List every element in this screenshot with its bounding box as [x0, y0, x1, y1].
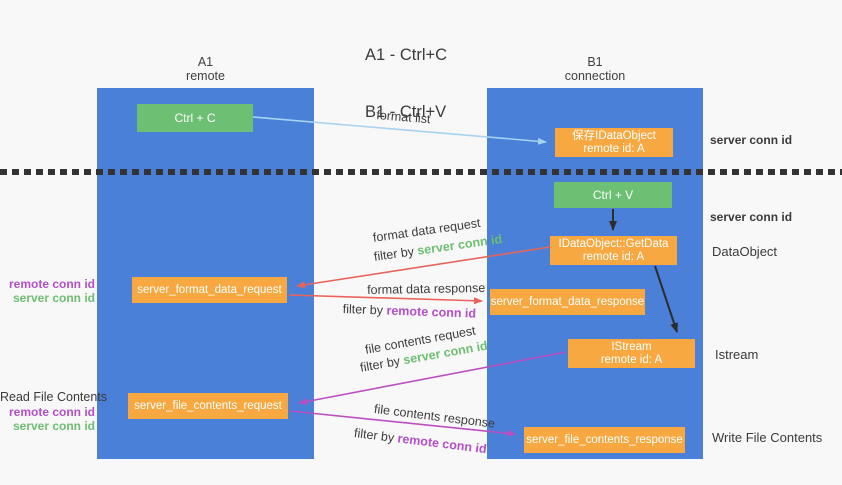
label-read-file-contents: Read File Contents	[0, 390, 108, 404]
node-server-file-contents-request: server_file_contents_request	[128, 393, 288, 419]
label-server-conn-id-right-top: server conn id	[710, 133, 793, 147]
node-server-format-data-response: server_format_data_response	[490, 289, 645, 315]
filter-by-text: filter by	[359, 354, 402, 375]
label-server-conn-id-left-lower: server conn id	[12, 419, 95, 433]
filter-by-text: filter by	[373, 244, 415, 264]
label-server-conn-id-left-upper: server conn id	[12, 291, 95, 305]
label-format-data-response: format data response	[367, 280, 486, 297]
conn-id-stack-upper-left: remote conn id server conn id	[0, 277, 95, 305]
label-istream-side: Istream	[715, 347, 759, 362]
filter-by-text: filter by	[342, 302, 384, 318]
remote-conn-id-text: remote conn id	[386, 303, 477, 321]
node-istream-line1: IStream	[611, 340, 652, 353]
node-istream-line2: remote id: A	[600, 353, 663, 366]
node-server-format-data-request: server_format_data_request	[132, 277, 287, 303]
node-save-idataobject: 保存IDataObject remote id: A	[555, 128, 673, 157]
node-save-idataobject-line2: remote id: A	[583, 142, 645, 155]
column-header-a1: A1 remote	[97, 55, 314, 83]
label-filter-by-remote-conn-id-file: filter by remote conn id	[353, 426, 487, 456]
label-file-contents-response: file contents response	[373, 402, 496, 431]
node-getdata-line1: IDataObject::GetData	[558, 237, 669, 250]
node-getdata-line2: remote id: A	[582, 250, 645, 263]
session-divider-dotted-line	[0, 169, 842, 175]
column-b1-name: B1	[587, 55, 603, 69]
label-remote-conn-id-left-lower: remote conn id	[8, 405, 95, 419]
node-idataobject-getdata: IDataObject::GetData remote id: A	[550, 236, 677, 265]
title-line-a1: A1 - Ctrl+C	[365, 46, 448, 64]
column-header-b1: B1 connection	[487, 55, 703, 83]
column-a1-name: A1	[197, 55, 214, 69]
column-b1-subtitle: connection	[564, 69, 626, 83]
label-write-file-contents: Write File Contents	[712, 430, 823, 445]
diagram-title: A1 - Ctrl+C B1 - Ctrl+V	[365, 8, 447, 160]
column-a1-subtitle: remote	[186, 69, 225, 83]
label-remote-conn-id-left-upper: remote conn id	[8, 277, 95, 291]
label-dataobject: DataObject	[712, 244, 778, 259]
label-server-conn-id-right-mid: server conn id	[710, 210, 793, 224]
filter-by-text: filter by	[353, 426, 395, 445]
remote-conn-id-text: remote conn id	[396, 431, 488, 457]
conn-id-stack-lower-left: remote conn id server conn id	[0, 405, 95, 433]
node-ctrl-v: Ctrl + V	[554, 182, 672, 208]
node-server-file-contents-response: server_file_contents_response	[524, 427, 685, 453]
node-ctrl-c: Ctrl + C	[137, 104, 253, 132]
node-istream: IStream remote id: A	[568, 339, 695, 368]
label-filter-by-remote-conn-id-format: filter by remote conn id	[343, 302, 477, 321]
node-save-idataobject-line1: 保存IDataObject	[572, 129, 656, 142]
